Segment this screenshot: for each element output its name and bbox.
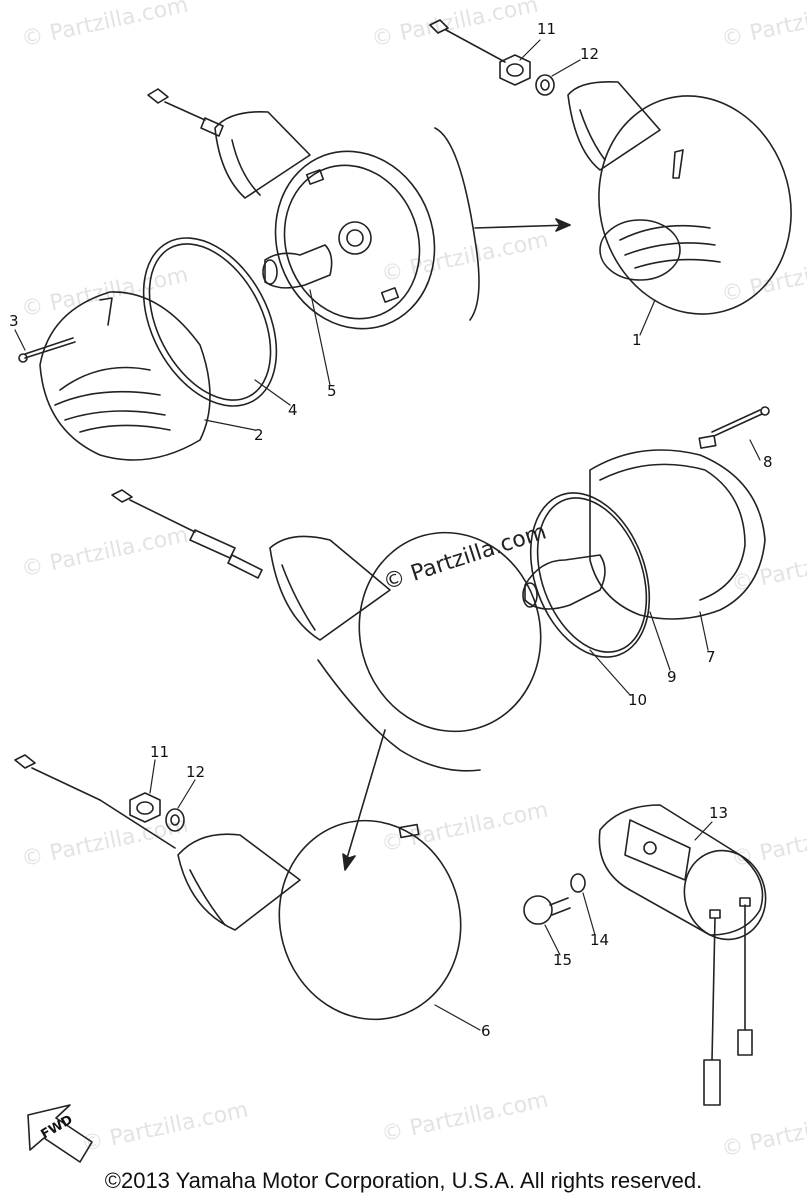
callout-14: 14: [590, 931, 610, 949]
callout-5: 5: [327, 382, 337, 400]
callout-11-bottom: 11: [150, 743, 170, 761]
callout-1: 1: [632, 331, 642, 349]
copyright-notice: ©2013 Yamaha Motor Corporation, U.S.A. A…: [104, 1168, 703, 1193]
callout-10: 10: [628, 691, 648, 709]
callout-9: 9: [667, 668, 677, 686]
fwd-arrow-icon: [27, 1104, 93, 1163]
flasher-relay: [523, 804, 767, 1106]
callout-6: 6: [481, 1022, 491, 1040]
callout-8: 8: [763, 453, 773, 471]
callout-7: 7: [706, 648, 716, 666]
turn-signal-assembled-bottom: [14, 754, 462, 1021]
callout-4: 4: [288, 401, 298, 419]
callout-11-top: 11: [537, 20, 557, 38]
callout-15: 15: [553, 951, 573, 969]
turn-signal-assembled-top: [429, 19, 792, 315]
callout-12-top: 12: [580, 45, 600, 63]
middle-turn-signal-assembly: [111, 406, 770, 772]
callout-3: 3: [9, 312, 19, 330]
top-left-turn-signal-assembly: [18, 88, 436, 461]
callout-13: 13: [709, 804, 729, 822]
callout-2: 2: [254, 426, 264, 444]
callout-12-bottom: 12: [186, 763, 206, 781]
